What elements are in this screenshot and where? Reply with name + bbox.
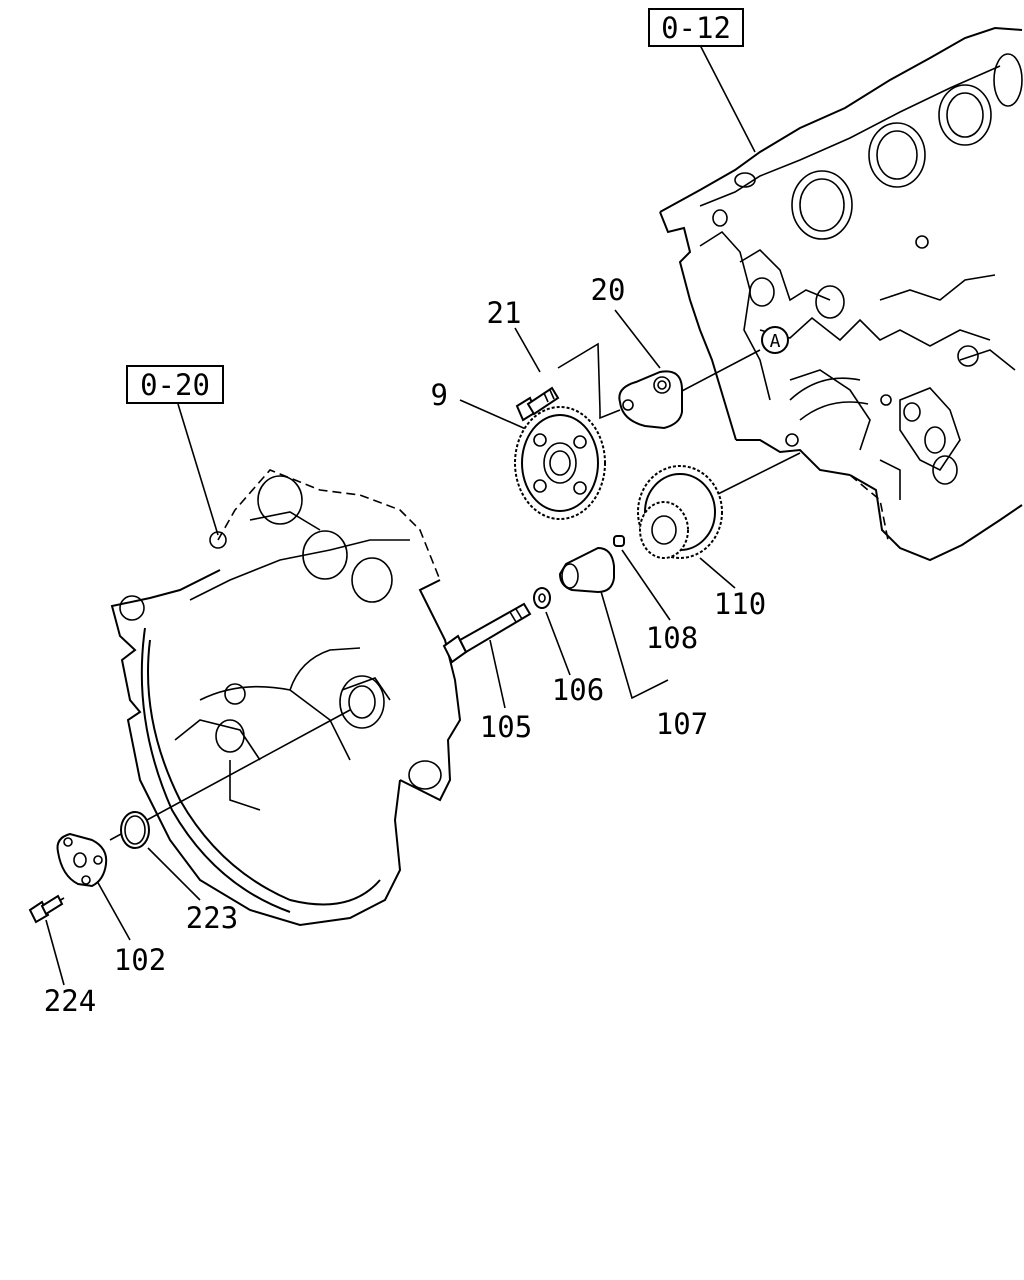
- gear-110: [637, 465, 723, 559]
- bolt-224: [28, 894, 64, 924]
- callout-110: 110: [714, 587, 766, 621]
- callout-105: 105: [480, 710, 532, 744]
- marker-a-label: A: [770, 331, 781, 352]
- shaft-107: [558, 546, 615, 594]
- callout-9: 9: [431, 378, 448, 412]
- flywheel-housing: [110, 469, 462, 927]
- callout-106: 106: [552, 673, 604, 707]
- callout-108: 108: [646, 621, 698, 655]
- washer-106: [533, 587, 551, 609]
- pin-108: [613, 535, 625, 547]
- o-ring-223: [120, 811, 150, 849]
- bolt-21: [515, 386, 560, 422]
- callout-20: 20: [591, 273, 626, 307]
- ref-box-block-label: 0-12: [661, 11, 731, 45]
- gear-9: [514, 406, 606, 520]
- callout-21: 21: [487, 296, 522, 330]
- bolt-105: [442, 602, 532, 664]
- callout-102: 102: [114, 943, 166, 977]
- engine-block: [659, 26, 1023, 562]
- ref-box-housing-label: 0-20: [140, 368, 210, 402]
- cover-102: [56, 832, 108, 888]
- bracket-20: [618, 370, 683, 430]
- callout-223: 223: [186, 901, 238, 935]
- marker-a: A: [761, 326, 789, 354]
- ref-box-block[interactable]: 0-12: [648, 8, 744, 47]
- callout-107: 107: [656, 707, 708, 741]
- callout-224: 224: [44, 984, 96, 1018]
- ref-box-housing[interactable]: 0-20: [126, 365, 224, 404]
